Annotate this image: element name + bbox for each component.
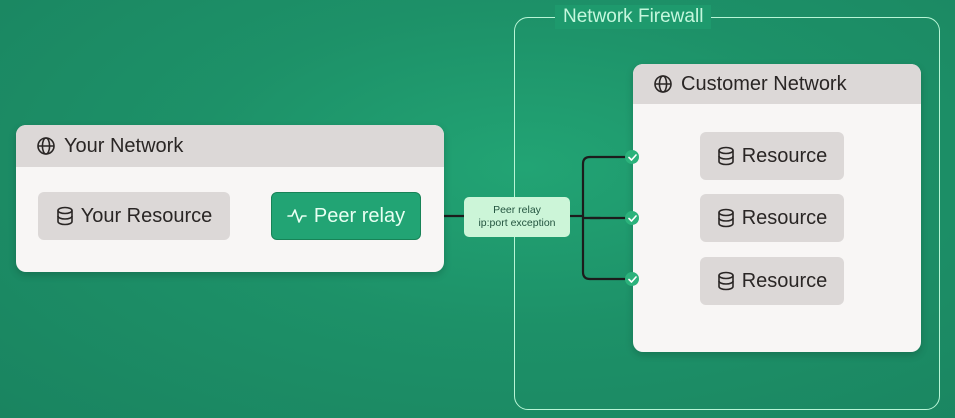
database-icon [717,271,734,291]
customer-resource-2[interactable]: Resource [700,194,844,242]
customer-resource-1[interactable]: Resource [700,132,844,180]
badge-line-1: Peer relay [493,204,541,216]
activity-icon [287,209,307,223]
database-icon [717,208,734,228]
check-icon [625,150,639,164]
peer-relay-exception-badge: Peer relay ip:port exception [464,197,570,237]
customer-resource-3[interactable]: Resource [700,257,844,305]
database-icon [56,206,73,226]
customer-network-header: Customer Network [633,64,921,104]
badge-line-2: ip:port exception [478,217,556,229]
customer-network-title: Customer Network [681,72,847,95]
peer-relay-node[interactable]: Peer relay [271,192,421,240]
firewall-label: Network Firewall [555,5,712,29]
peer-relay-label: Peer relay [313,204,406,227]
database-icon [717,146,734,166]
your-resource-node[interactable]: Your Resource [38,192,230,240]
check-icon [625,272,639,286]
your-resource-label: Your Resource [80,204,213,227]
globe-icon [654,75,672,93]
globe-icon [37,137,55,155]
resource-label: Resource [741,269,828,292]
your-network-header: Your Network [16,125,444,167]
resource-label: Resource [741,144,828,167]
your-network-title: Your Network [64,134,184,157]
resource-label: Resource [741,206,828,229]
check-icon [625,211,639,225]
